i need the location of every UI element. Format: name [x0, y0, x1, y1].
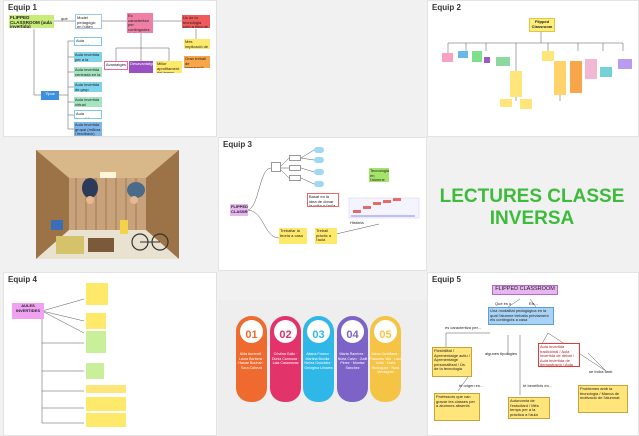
equip1-root-node: FLIPPED CLASSROOM (aula invertida)	[9, 15, 54, 28]
equip1-tipus-item: Aula invertida virtual	[74, 97, 102, 107]
equip1-disadvantages-node: Desavantatges	[129, 61, 153, 73]
equip3-blue-oval	[314, 169, 324, 175]
equip5-beneficis-box: Autonomia de l'estudiant / Més temps per…	[508, 397, 550, 419]
equip3-blue-oval	[314, 157, 324, 163]
equip5-title: Equip 5	[432, 275, 461, 284]
equip1-root-link: què és?	[61, 16, 68, 21]
equip4-note	[86, 413, 126, 427]
equip2-node	[618, 59, 632, 69]
equip3-node	[271, 162, 281, 172]
member-number: 04	[337, 316, 368, 347]
equip1-pink-top-node: Es caracteritza per contingudes de tipus…	[127, 13, 153, 33]
member-names: Aïda Aurenell · Laura Barbera · Hanae Bo…	[238, 352, 265, 370]
equip5-origen-box: Professors que van gravar les classes pe…	[434, 393, 480, 421]
equip5-title-node: FLIPPED CLASSROOM	[492, 285, 558, 295]
member-number: 03	[303, 316, 334, 347]
equip2-title: Equip 2	[432, 3, 461, 12]
equip3-timeline-label: Història	[350, 220, 364, 225]
equip3-blue-oval	[314, 181, 324, 187]
equip2-node	[542, 51, 554, 61]
equip4-connectors	[41, 298, 85, 424]
equip2-node	[458, 51, 468, 58]
equip1-yellow-left-node: Millor aprofitament del temps	[156, 61, 182, 73]
equip2-node	[600, 67, 612, 77]
equip3-node	[289, 165, 301, 171]
equip3-connectors	[246, 149, 420, 239]
equip4-note	[86, 397, 126, 411]
equip5-caracteristiques-label: es caracteritza per...	[445, 325, 482, 330]
equip1-panel: Equip 1	[3, 0, 217, 137]
equip3-title: Equip 3	[223, 140, 252, 149]
equip2-node	[496, 57, 510, 66]
member-names: Alexa Santillana · Francesc Vila · Lara …	[369, 352, 402, 374]
member-number: 02	[270, 316, 301, 347]
equip3-panel: Equip 3 FLIPPED CLASSROOM	[218, 137, 427, 271]
equip4-note	[86, 283, 108, 305]
equip4-note	[86, 331, 106, 353]
equip5-tipologies-label: algunes tipologies són...	[485, 351, 518, 357]
equip3-node	[289, 155, 301, 161]
equip2-node	[472, 51, 482, 62]
equip1-tipus-item: Aula invertida tradicional	[74, 37, 102, 46]
equip4-panel: Equip 4 AULES INVERTIDES	[3, 272, 217, 436]
equip1-tipus-node: Tipus	[41, 91, 59, 100]
equip3-node	[289, 175, 301, 181]
equip3-yellow-mid: Treball pràctic a l'aula	[315, 228, 337, 244]
member-number: 05	[370, 316, 401, 347]
upside-down-room-photo	[36, 150, 179, 259]
member-names: Aitana Franco · Martina Bonilla · Nerea …	[304, 352, 333, 370]
equip1-tipus-item: Aula invertida de grup	[74, 82, 102, 92]
equip2-panel: Equip 2 Flipped Classroom	[427, 0, 639, 137]
equip5-q1: Què és o més...	[495, 301, 512, 307]
equip5-beneficis-label: té beneficis en...	[523, 383, 553, 388]
equip4-title: Equip 4	[8, 275, 37, 284]
equip2-root-node: Flipped Classroom	[529, 18, 555, 32]
equip1-yellow-right-node: Més implicació de l'alumnat	[184, 39, 210, 49]
equip5-definition: Una modalitat pedagògica en la qual l'al…	[488, 307, 554, 325]
equip5-panel: Equip 5 FLIPPED CLASSROOM Què és o més..…	[427, 272, 639, 436]
equip3-green-label: Tecnologia en l'alumne	[369, 168, 389, 182]
equip1-model-node: Model pedagògic en l'últim aiutorm de le…	[75, 14, 102, 29]
equip1-advantages-node: Avantatges	[104, 61, 128, 70]
equip2-node	[500, 99, 512, 107]
equip5-origen-label: té origen en...	[459, 383, 484, 388]
equip1-tipus-item: Aula invertida centrada en la demostraci…	[74, 67, 102, 77]
equip3-root-node: FLIPPED CLASSROOM	[230, 204, 248, 216]
equip1-tipus-item: Aula invertida grupal (millora i feedbac…	[74, 122, 102, 136]
equip3-left-note: Basat en la idea de donar la volta a l'a…	[307, 193, 339, 207]
equip3-blue-oval	[314, 147, 324, 153]
equip2-node	[554, 61, 566, 95]
equip4-note	[86, 385, 126, 393]
equip1-tipus-item: Aula invertida per al professor	[74, 110, 102, 119]
equip4-note	[86, 313, 106, 329]
equip1-red-right-node: Ús de la tecnologia com a eina de suport	[182, 15, 210, 28]
equip1-title: Equip 1	[8, 3, 37, 12]
equip1-tipus-item: Aula invertida per a la discussió	[74, 52, 102, 62]
equip2-node	[484, 57, 490, 63]
equip5-limitacions-label: se troba amb limitacions...	[589, 369, 613, 375]
equip5-limitacions-box: Problemes amb la tecnologia / Manca de m…	[578, 385, 628, 413]
equip2-node	[442, 53, 453, 62]
equip3-yellow-note: Treballar la teoria a casa	[279, 228, 307, 244]
member-names: Marta Ramírez · Núria Calvo · Judit Pére…	[337, 352, 368, 370]
equip1-connectors	[33, 20, 197, 130]
equip5-q2: Els...	[529, 301, 538, 306]
center-title: LECTURES CLASSE INVERSA	[439, 186, 625, 229]
equip4-note	[86, 363, 104, 379]
equip5-caracteristiques-box: Flexibilitat / Aprenentatge actiu / Apre…	[432, 347, 472, 377]
equip1-orange-node: Gran treball de preparació	[184, 56, 210, 68]
equip4-root-node: AULES INVERTIDES	[12, 303, 44, 319]
equip2-node	[585, 59, 597, 79]
room-illustration	[36, 150, 179, 259]
member-number: 01	[236, 316, 267, 347]
equip5-tipus-box: Aula invertida tradicional / Aula invert…	[538, 343, 580, 367]
equip2-node	[520, 99, 532, 109]
equip2-node	[510, 71, 522, 97]
member-names: Cristina Gallo · Dúnia Carmona · Lala Ca…	[271, 352, 300, 365]
equip2-node	[570, 61, 582, 93]
